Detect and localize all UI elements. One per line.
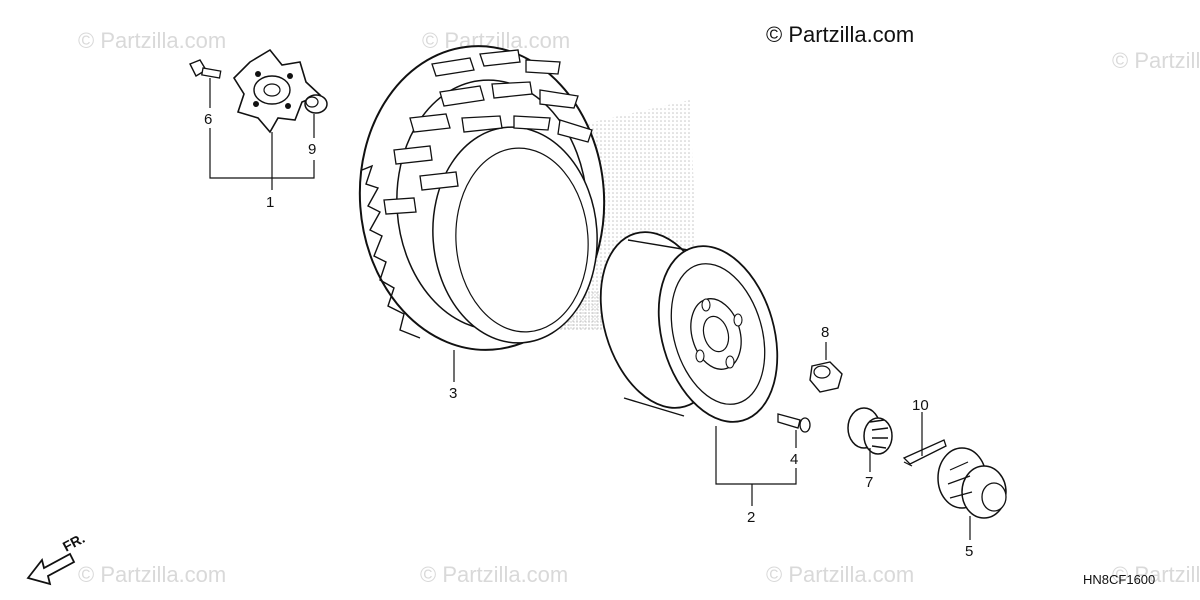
hub-bolt-part[interactable] xyxy=(189,59,222,79)
callout-3: 3 xyxy=(449,385,457,402)
watermark: © Partzilla.com xyxy=(1112,48,1200,73)
rim-part[interactable] xyxy=(581,218,796,436)
watermark: © Partzilla.com xyxy=(78,562,227,587)
callout-8: 8 xyxy=(821,324,829,341)
castle-nut-part[interactable] xyxy=(847,407,893,455)
callout-2: 2 xyxy=(747,509,755,526)
callout-5: 5 xyxy=(965,543,973,560)
callout-6: 6 xyxy=(204,111,212,128)
front-direction-label: FR. xyxy=(60,530,87,555)
valve-stem-part[interactable] xyxy=(777,413,811,433)
leader-lines xyxy=(209,78,971,540)
diagram-code: HN8CF1600 xyxy=(1083,572,1156,587)
tire-part[interactable] xyxy=(350,38,615,358)
callout-4: 4 xyxy=(790,451,798,468)
callout-10: 10 xyxy=(912,397,929,414)
hub-part[interactable] xyxy=(232,48,322,134)
watermark: © Partzilla.com xyxy=(766,562,915,587)
wheel-nut-part[interactable] xyxy=(809,361,843,393)
cotter-pin-part[interactable] xyxy=(902,439,947,467)
callout-7: 7 xyxy=(865,474,873,491)
callout-1: 1 xyxy=(266,194,274,211)
callout-9: 9 xyxy=(308,141,316,158)
front-direction-arrow-icon xyxy=(26,552,76,586)
watermark: © Partzilla.com xyxy=(78,28,227,53)
watermark: © Partzilla.com xyxy=(420,562,569,587)
partzilla-watermark: © Partzilla.com xyxy=(766,22,915,47)
hub-nut-part[interactable] xyxy=(304,94,328,114)
hub-cap-part[interactable] xyxy=(937,447,1007,519)
watermark: © Partzilla.com xyxy=(1112,562,1200,587)
